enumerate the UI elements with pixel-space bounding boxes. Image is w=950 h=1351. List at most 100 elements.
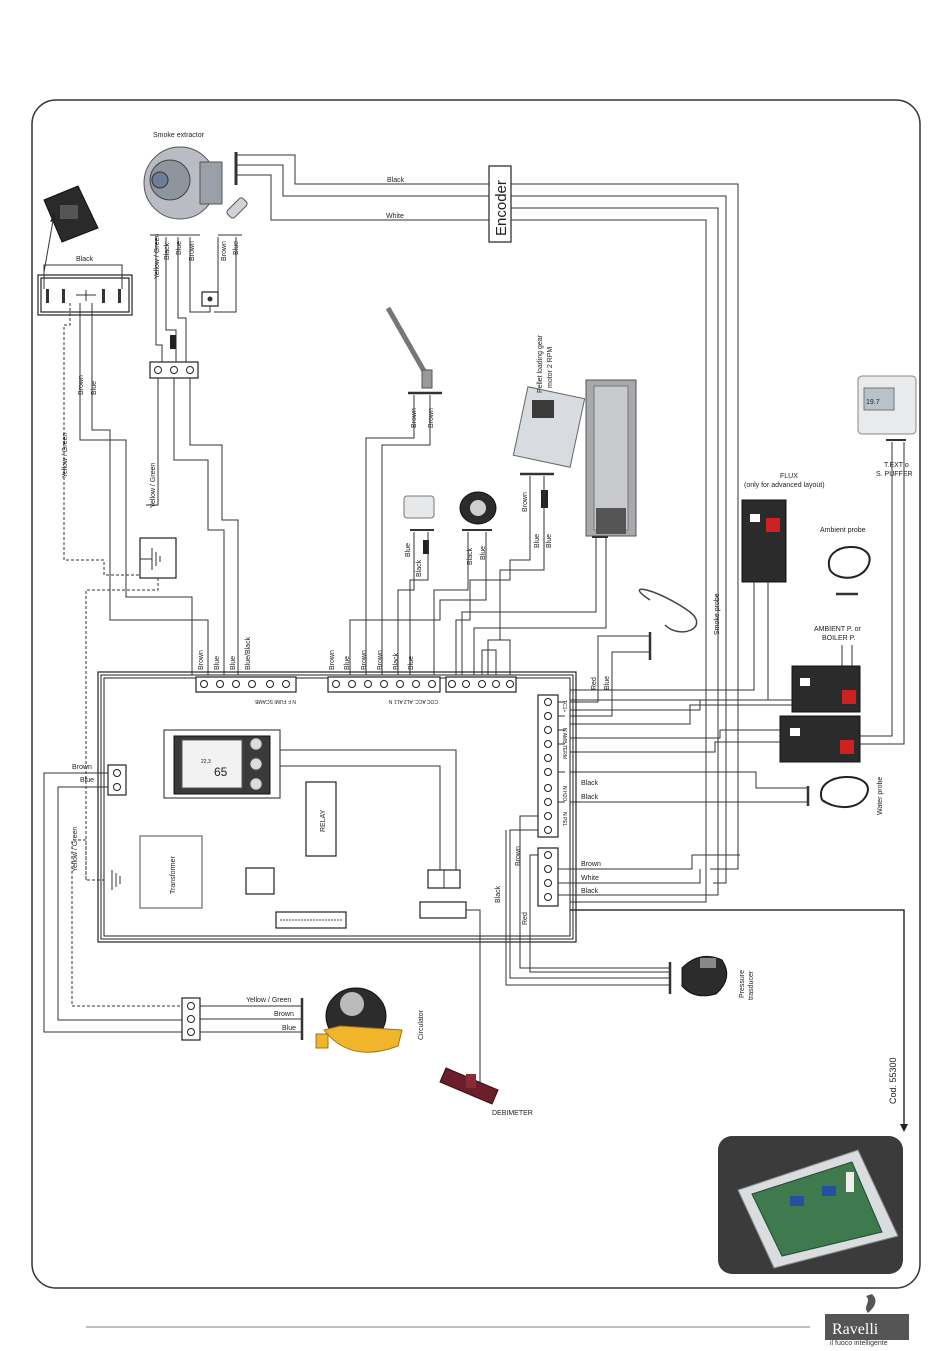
smoke-probe-cable [638,588,698,633]
wire-label-yellow-green: Yellow / Green [72,827,79,872]
pressure-transducer [681,955,728,997]
wire-label-blue: Blue [176,241,183,255]
terminal-strip-coc [327,676,441,693]
terminal-strip-fumi [195,676,297,693]
pressure-transducer-label: trasducer [748,970,755,1000]
brand-tagline: il fuoco intelligente [830,1340,888,1347]
wire-label-blue: Blue [546,534,553,548]
wire-label-brown: Brown [522,492,529,512]
wire-label-black: Yellow / Green [154,234,161,279]
smoke-extractor-label: Smoke extractor [153,132,205,139]
wire-label-brown: Brown [581,861,601,868]
encoder-label: Encoder [493,180,510,236]
control-display: 65 22,3 [163,729,281,799]
wire-label-black: Black [467,547,474,565]
product-code: Cod. 55300 [888,1057,898,1104]
pressure-transducer-label: Pressure [739,970,746,998]
pellet-motor [512,386,586,468]
ambient-boiler-label: AMBIENT P. or [814,626,861,633]
glow-plug [385,306,433,389]
wire-label-brown: Brown [189,241,196,261]
earth-box [139,537,177,579]
wire-label-red: Red [591,677,598,690]
wire-label-white: White [386,213,404,220]
water-probe-cable [820,776,869,808]
debimeter-connector [419,901,467,919]
wire-label-brown: Brown [274,1011,294,1018]
wire-label-brown: Brown [72,764,92,771]
board-label-tc: TC1+ [561,700,567,712]
wire-label-red: Red [522,912,529,925]
pellet-motor-label: Pellet loading gear [537,334,544,393]
wire-label-blue: Blue [91,381,98,395]
circulator-pump [315,987,403,1053]
wire-label-blue: Blue [214,656,221,670]
circulator-label: Circulator [418,1009,425,1040]
power-socket [43,185,99,243]
wire-label-blue: Blue [230,656,237,670]
board-label-h2o: N H2O [561,786,567,801]
board-chip [245,867,275,895]
wire-label-brown: Brown [78,375,85,395]
wire-label-blue: Blue [344,656,351,670]
pressure-switch [403,495,435,519]
relay-label: RELAY [320,809,327,832]
wire-label-brown: Brown [377,650,384,670]
wire-label-brown: Brown [329,650,336,670]
wire-label-black: Black [164,242,171,260]
wire-label-blue: Blue [480,546,487,560]
relay [305,781,337,857]
wire-label-brown: Brown [515,846,522,866]
mains-terminal [107,764,127,796]
wire-label-blue: Blue [408,656,415,670]
flux-connector [741,499,787,583]
room-thermostat: 19.7 [857,375,917,435]
text-puffer-socket [779,715,861,763]
wire-label-blue: Blue [405,543,412,557]
text-puffer-label: S. PUFFER [876,471,913,478]
board-label-fumi: N F FUMI SCAMB [255,698,296,704]
wire-label-blue-black: Blue/Black [245,636,252,670]
wire-label-black: Black [393,652,400,670]
board-label-coc: COC ACC. AL2 AL1 N [388,698,438,704]
flux-label: FLUX [780,473,798,480]
wire-label-brown: Brown [221,241,228,261]
smoke-probe-label: Smoke probe [714,593,721,635]
wire-label-blue: Blue [604,676,611,690]
display-reading: 65 [214,765,228,779]
pellet-motor-label: motor 2 RPM [547,347,554,388]
tangential-fan [585,379,637,537]
board-label-pel: N PEL [561,812,567,827]
terminal-strip-motor [445,676,517,693]
wire-label-black: Black [581,888,599,895]
thermostat-display: 19.7 [866,399,880,406]
text-puffer-label: T.EXT o [884,462,909,469]
wire-label-blue: Blue [282,1025,296,1032]
thermostat-safety [459,491,497,525]
ambient-socket [791,665,861,713]
encoder-box [488,165,512,243]
ambient-probe-label: Ambient probe [820,527,866,534]
wire-label-yellow-green: Yellow / Green [150,463,157,508]
wire-label-black: Black [581,794,599,801]
flux-label: (only for advanced layout) [744,482,825,489]
smoke-extractor: Smoke extractor [143,132,248,220]
diagram-frame [31,99,921,1289]
ambient-boiler-label: BOILER P. [822,635,855,642]
transformer [139,835,203,909]
wire-label-black: Black [387,177,405,184]
transformer-label: Transformer [170,855,177,894]
debimeter [439,1067,499,1105]
wire-label-yellow-green: Yellow / Green [62,433,69,478]
water-probe-label: Water probe [877,777,884,815]
wire-label-yellow-green: Yellow / Green [246,997,291,1004]
wire-label-brown: Brown [361,650,368,670]
debimeter-label: DEBIMETER [492,1110,533,1117]
wire-label-brown: Brown [198,650,205,670]
wire-label-blue: Blue [534,534,541,548]
wire-label-black: Black [581,780,599,787]
wire-label-white: White [581,875,599,882]
wire-label-black: Black [76,256,94,263]
brand-name: Ravelli [832,1321,879,1338]
